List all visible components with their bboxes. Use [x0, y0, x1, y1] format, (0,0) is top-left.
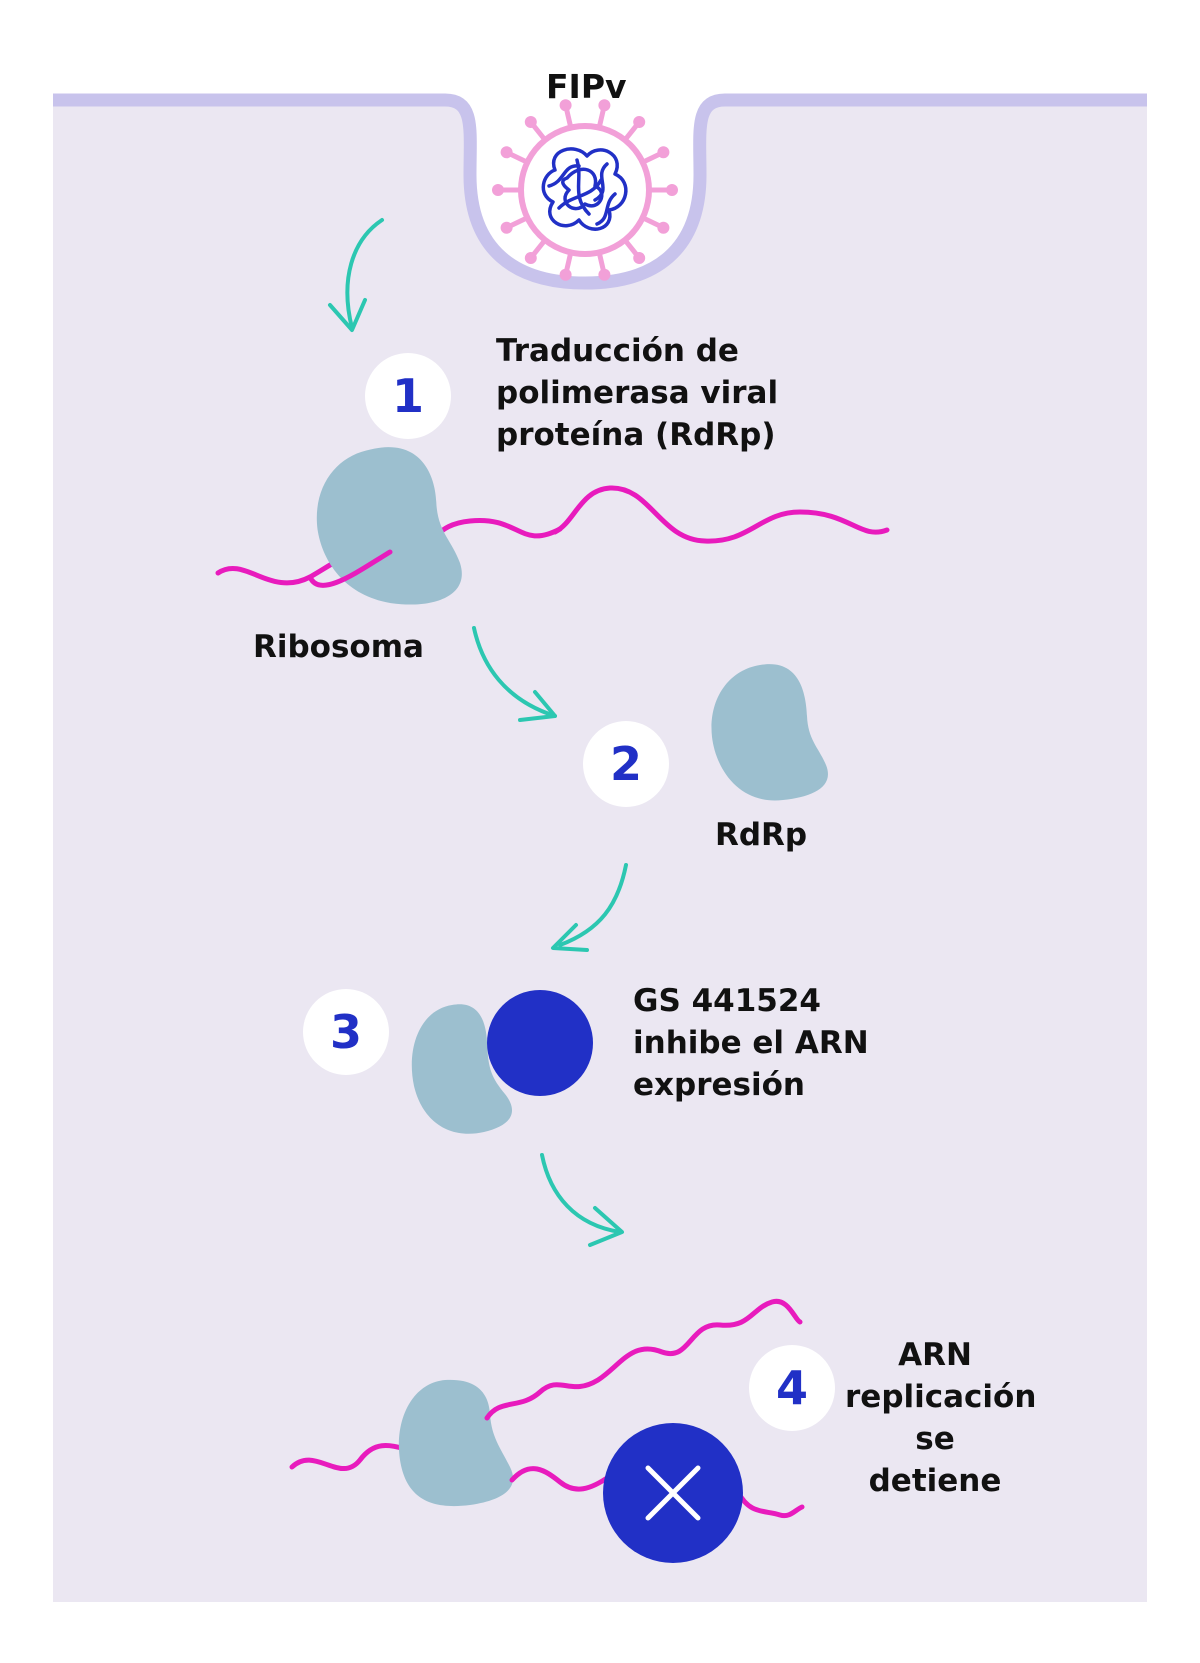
virus-spike-tip — [492, 184, 504, 196]
cell-membrane — [53, 93, 1147, 290]
virus-spike — [596, 105, 607, 131]
virus-spike — [640, 215, 664, 229]
rdrp-enzyme — [711, 664, 828, 801]
virus-spike-tip — [524, 116, 537, 128]
cell-cytoplasm — [53, 100, 1147, 1602]
virus-spike-tip — [524, 252, 537, 264]
curved-arrow-icon — [540, 1153, 622, 1234]
coronavirus-icon — [492, 99, 678, 281]
step-4-label: ARN replicación se detiene — [845, 1337, 1037, 1499]
curved-arrow-icon — [558, 863, 628, 947]
virus-spike-tip — [657, 221, 670, 234]
virus-envelope — [518, 123, 652, 257]
step-4-badge: 4 — [749, 1345, 835, 1431]
virus-genome — [541, 147, 628, 231]
ribosome-label: Ribosoma — [253, 629, 424, 665]
rdrp-enzyme — [411, 1004, 513, 1134]
virus-spike-tip — [598, 99, 611, 112]
flow-arrows — [328, 218, 628, 1247]
virus-spikes — [492, 99, 678, 281]
rna-strand — [307, 549, 393, 588]
curved-arrow-icon — [472, 626, 557, 718]
virus-spike — [506, 151, 530, 165]
virus-spike-tip — [500, 146, 513, 159]
virus-spike-tip — [559, 268, 572, 281]
virus-spike — [596, 249, 607, 275]
virus-spike-tip — [598, 268, 611, 281]
ribosome — [316, 447, 462, 605]
rna-strand — [552, 485, 890, 544]
virus-spike-tip — [633, 116, 646, 128]
virus-spike-tip — [666, 184, 678, 196]
virus-label: FIPv — [546, 67, 627, 106]
ribosome-bottom — [398, 1379, 514, 1507]
cross-icon — [645, 1465, 701, 1521]
curved-arrow-icon — [588, 1206, 624, 1247]
step-3-label: GS 441524 inhibe el ARN expresión — [633, 983, 869, 1103]
step-3-badge: 3 — [303, 989, 389, 1075]
virus-spike-tip — [633, 252, 646, 264]
virus-spike — [530, 121, 548, 143]
step-2-badge: 2 — [583, 721, 669, 807]
virus-spike — [530, 237, 548, 259]
rna-strand — [289, 1443, 413, 1472]
virus-spike-tip — [559, 99, 572, 112]
rna-strand-blocked — [735, 1489, 805, 1519]
virus-spike — [622, 121, 640, 143]
virus-spike-tip — [657, 146, 670, 159]
virus-spike — [563, 105, 574, 131]
curved-arrow-icon — [328, 298, 367, 332]
virus-spike — [622, 237, 640, 259]
gs441524-inhibitor — [487, 990, 593, 1096]
curved-arrow-icon — [345, 218, 384, 330]
curved-arrow-icon — [551, 923, 589, 952]
rna-strand-new — [484, 1298, 803, 1421]
rna-strand-blocked — [509, 1466, 613, 1492]
rdrp-label: RdRp — [715, 817, 808, 853]
virus-spike — [640, 151, 664, 165]
curved-arrow-icon — [518, 690, 557, 722]
step-1-label: Traducción de polimerasa viral proteína … — [496, 333, 779, 453]
virus-spike — [506, 215, 530, 229]
virus-spike-tip — [500, 221, 513, 234]
virus-spike — [563, 249, 574, 275]
step-1-badge: 1 — [365, 353, 451, 439]
